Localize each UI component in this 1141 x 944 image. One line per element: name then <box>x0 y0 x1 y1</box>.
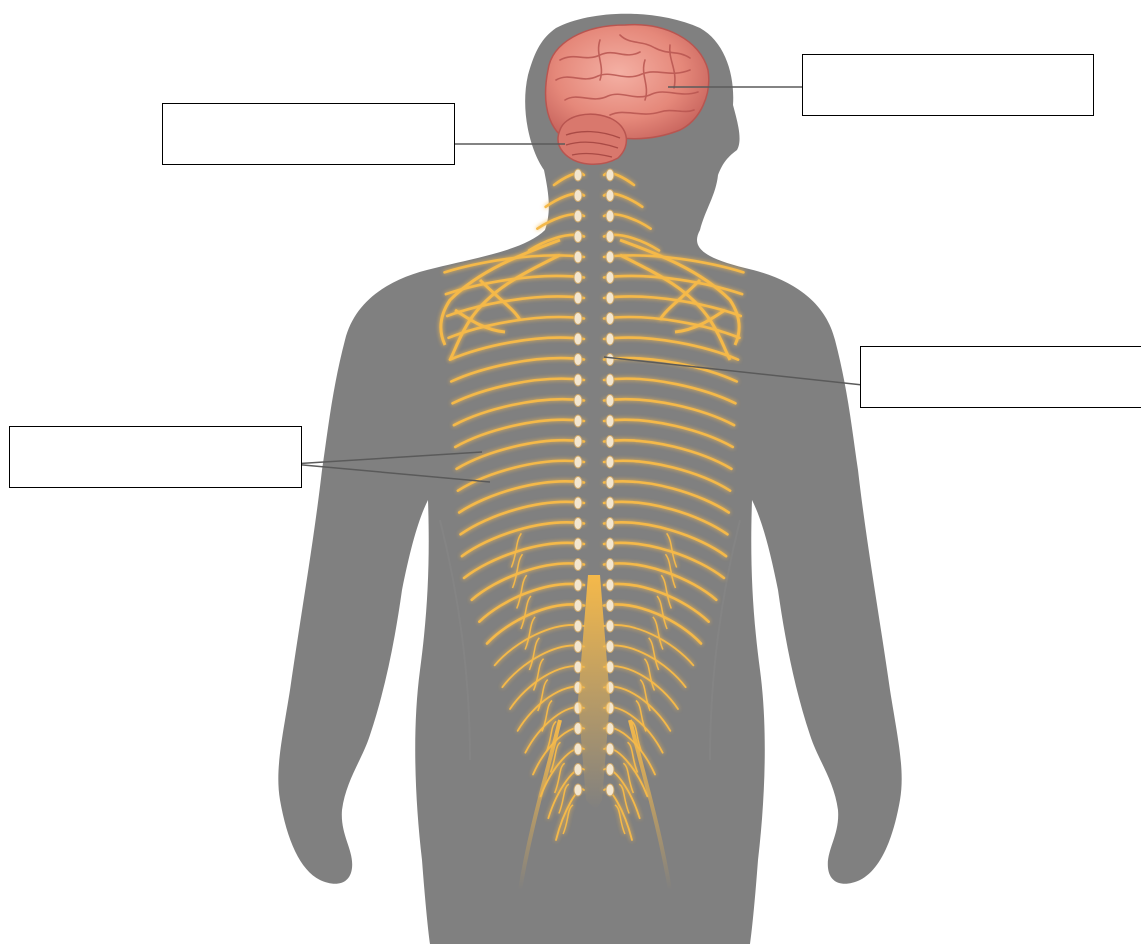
ganglion <box>574 784 582 796</box>
ganglion <box>574 456 582 468</box>
ganglion <box>606 559 614 571</box>
ganglion <box>606 538 614 550</box>
ganglion <box>606 415 614 427</box>
ganglion <box>606 374 614 386</box>
label-box-brain[interactable] <box>802 54 1094 116</box>
ganglion <box>606 190 614 202</box>
ganglion <box>574 395 582 407</box>
ganglion <box>574 272 582 284</box>
ganglion <box>574 354 582 366</box>
ganglion <box>574 292 582 304</box>
ganglion <box>606 764 614 776</box>
ganglion <box>574 641 582 653</box>
ganglion <box>574 620 582 632</box>
ganglion <box>574 436 582 448</box>
label-box-cerebellum[interactable] <box>162 103 455 165</box>
ganglion <box>574 600 582 612</box>
ganglion <box>606 620 614 632</box>
ganglion <box>574 538 582 550</box>
ganglion <box>606 333 614 345</box>
label-box-spinal-cord[interactable] <box>860 346 1141 408</box>
ganglion <box>606 784 614 796</box>
ganglion <box>574 231 582 243</box>
ganglion <box>606 456 614 468</box>
ganglion <box>574 579 582 591</box>
ganglion <box>574 190 582 202</box>
ganglion <box>606 518 614 530</box>
ganglion <box>606 292 614 304</box>
label-box-spinal-nerves[interactable] <box>9 426 302 488</box>
ganglion <box>606 600 614 612</box>
ganglion <box>574 559 582 571</box>
ganglion <box>574 374 582 386</box>
ganglion <box>574 477 582 489</box>
ganglion <box>574 251 582 263</box>
ganglion <box>574 169 582 181</box>
ganglion <box>606 579 614 591</box>
ganglion <box>606 251 614 263</box>
ganglion <box>574 333 582 345</box>
ganglion <box>574 764 582 776</box>
ganglion <box>606 231 614 243</box>
ganglion <box>606 743 614 755</box>
ganglion <box>574 518 582 530</box>
ganglion <box>574 313 582 325</box>
ganglion <box>606 313 614 325</box>
ganglion <box>574 497 582 509</box>
ganglion <box>606 395 614 407</box>
ganglion <box>606 272 614 284</box>
cerebellum <box>558 114 626 164</box>
ganglion <box>606 497 614 509</box>
ganglion <box>574 210 582 222</box>
ganglion <box>606 477 614 489</box>
ganglion <box>606 210 614 222</box>
ganglion <box>574 415 582 427</box>
ganglion <box>606 169 614 181</box>
ganglion <box>606 436 614 448</box>
ganglion <box>606 641 614 653</box>
ganglion <box>574 743 582 755</box>
ganglion <box>606 354 614 366</box>
